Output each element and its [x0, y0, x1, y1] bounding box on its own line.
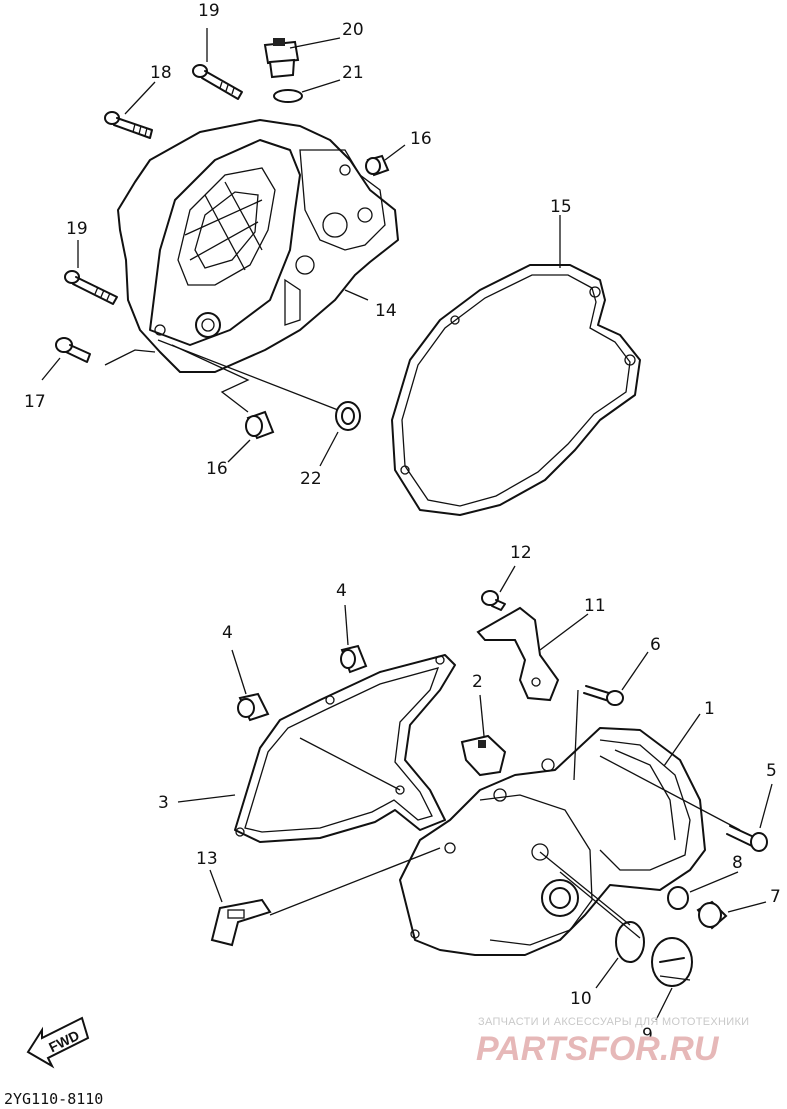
plug-7 — [696, 900, 728, 930]
bracket-11 — [476, 606, 560, 702]
callout-22: 22 — [300, 469, 322, 489]
callout-14: 14 — [375, 301, 397, 321]
bolt-upper-18 — [104, 111, 153, 139]
callout-4-right: 4 — [336, 581, 347, 601]
watermark-brand: PARTSFOR.RU — [476, 1030, 720, 1068]
callout-21: 21 — [342, 63, 364, 83]
o-ring-10 — [615, 921, 645, 963]
callout-3: 3 — [158, 793, 169, 813]
callout-16-lower: 16 — [206, 459, 228, 479]
callout-17: 17 — [24, 392, 46, 412]
callout-11: 11 — [584, 596, 606, 616]
dowel-pin-4b — [340, 644, 368, 674]
bolt-left-17 — [55, 337, 91, 363]
callout-13: 13 — [196, 849, 218, 869]
callout-19-top: 19 — [198, 1, 220, 21]
generator-cover — [399, 727, 706, 956]
bolt-upper-19 — [192, 64, 243, 100]
callout-20: 20 — [342, 20, 364, 40]
callout-1: 1 — [704, 699, 715, 719]
callout-10: 10 — [570, 989, 592, 1009]
cable-clamp-13 — [210, 898, 272, 947]
bolt-left-19 — [64, 270, 118, 305]
dowel-pin-upper — [365, 154, 390, 177]
dowel-pin-lower — [245, 410, 275, 440]
callout-5: 5 — [766, 761, 777, 781]
bolt-6 — [583, 685, 624, 706]
gasket-upper — [391, 264, 641, 516]
callout-19-left: 19 — [66, 219, 88, 239]
gasket-lower — [234, 654, 456, 843]
callout-2: 2 — [472, 672, 483, 692]
leader-lines-upper — [41, 28, 561, 467]
oil-filler-cap — [263, 38, 300, 79]
rubber-grommet — [460, 734, 507, 777]
callout-9: 9 — [642, 1025, 653, 1045]
callout-8: 8 — [732, 853, 743, 873]
callout-16-upper: 16 — [410, 129, 432, 149]
crankcase-cover-left — [117, 119, 399, 373]
plug-cap-9 — [651, 937, 693, 987]
callout-12: 12 — [510, 543, 532, 563]
callout-numbers: 19 20 21 18 16 15 19 14 17 16 22 12 11 4… — [24, 1, 781, 1045]
o-ring — [273, 89, 303, 103]
oil-seal — [335, 401, 361, 431]
callout-6: 6 — [650, 635, 661, 655]
callout-7: 7 — [770, 887, 781, 907]
bolt-12 — [481, 590, 506, 611]
dowel-pin-4a — [237, 692, 270, 722]
diagram-code: 2YG110-8110 — [4, 1090, 103, 1108]
callout-4-left: 4 — [222, 623, 233, 643]
callout-15: 15 — [550, 197, 572, 217]
o-ring-8 — [667, 886, 689, 910]
bolt-5 — [726, 825, 768, 852]
watermark-caption: ЗАПЧАСТИ И АКСЕССУАРЫ ДЛЯ МОТОТЕХНИКИ — [478, 1016, 749, 1028]
leader-lines-lower — [177, 565, 773, 1021]
forward-arrow: FWD — [26, 1016, 90, 1069]
callout-18: 18 — [150, 63, 172, 83]
